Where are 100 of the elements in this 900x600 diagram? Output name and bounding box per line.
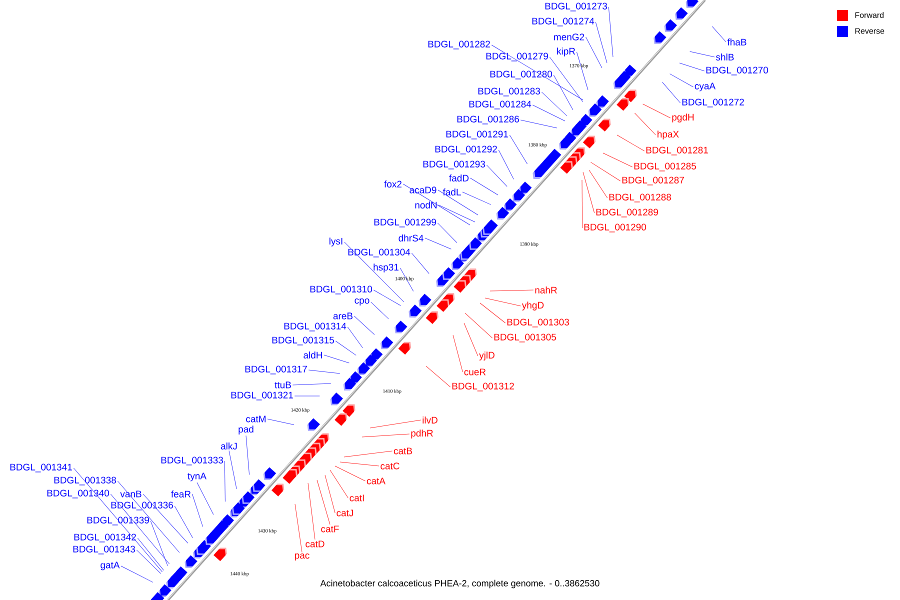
gene-label: BDGL_001343	[73, 546, 135, 554]
leader-line	[590, 162, 621, 182]
leader-line	[344, 242, 404, 302]
leader-line	[73, 468, 163, 572]
gene-label: BDGL_001288	[609, 194, 672, 202]
leader-line	[411, 252, 430, 274]
gene-label: BDGL_001273	[545, 2, 607, 12]
leader-line	[324, 474, 336, 514]
gene-label: BDGL_001270	[706, 66, 768, 76]
gene-label: BDGL_001291	[446, 130, 508, 140]
gene-label: BDGL_001338	[54, 476, 116, 486]
leader-line	[292, 383, 332, 386]
leader-line	[335, 340, 356, 356]
gene-label: catC	[380, 462, 400, 470]
leader-line	[602, 152, 633, 168]
gene-label: catF	[321, 526, 339, 532]
leader-line	[484, 298, 521, 306]
leader-line	[142, 494, 188, 544]
leader-line	[334, 466, 366, 482]
leader-line	[150, 520, 168, 566]
leader-line	[498, 150, 514, 180]
gene-label: fadL	[442, 188, 461, 196]
gene-label: BDGL_001284	[469, 100, 532, 110]
gene-label: alkJ	[220, 442, 237, 450]
leader-line	[110, 494, 170, 564]
leader-line	[294, 504, 302, 553]
gene-label: catJ	[336, 510, 353, 516]
leader-line	[520, 120, 558, 128]
gene-label: cueR	[464, 368, 486, 376]
leader-line	[634, 112, 656, 136]
gene-label: catD	[306, 540, 324, 548]
leader-line	[137, 538, 164, 571]
gene-label: catB	[394, 448, 412, 454]
leader-line	[582, 180, 583, 228]
gene-label: yjlD	[479, 352, 494, 360]
gene-label: BDGL_001299	[374, 218, 436, 228]
gene-label: BDGL_001281	[646, 146, 708, 156]
gene-label: BDGL_001290	[584, 224, 646, 232]
leader-line	[120, 566, 154, 583]
gene-label: BDGL_001314	[284, 322, 346, 332]
leader-line	[642, 104, 671, 118]
leader-line	[373, 290, 401, 306]
leader-line	[470, 178, 498, 196]
leader-line	[308, 482, 316, 540]
leader-line	[679, 62, 705, 72]
leader-line	[670, 74, 694, 88]
gene-label: BDGL_001333	[161, 456, 223, 466]
gene-label: vanB	[120, 490, 142, 498]
gene-label: nodN	[415, 202, 437, 208]
leader-line	[662, 82, 681, 104]
gene-label: lysI	[330, 238, 342, 246]
leader-line	[402, 184, 470, 226]
gene-label: dhrS4	[398, 234, 424, 242]
leader-line	[267, 418, 294, 425]
leader-line	[224, 460, 226, 502]
gene-label: BDGL_001310	[310, 286, 372, 294]
caption: Acinetobacter calcoaceticus PHEA-2, complete genome. - 0..3862530	[320, 580, 600, 588]
gene-label: nahR	[535, 286, 557, 294]
leader-line	[549, 56, 584, 102]
legend-label: Forward	[855, 12, 884, 18]
leader-line	[370, 302, 389, 320]
gene-label: catM	[246, 416, 266, 422]
leader-line	[490, 290, 534, 292]
leader-line	[330, 470, 348, 498]
gene-label: hsp31	[374, 264, 398, 272]
gene-label: BDGL_001289	[596, 208, 658, 218]
leader-line	[174, 506, 193, 538]
leader-line	[308, 370, 340, 374]
gene-label: BDGL_001274	[532, 18, 594, 26]
leader-line	[370, 420, 422, 428]
leader-line	[712, 26, 726, 42]
leader-line	[246, 435, 250, 475]
leader-line	[362, 434, 410, 438]
leader-line	[424, 238, 452, 250]
leader-line	[541, 92, 568, 116]
leader-line	[316, 480, 330, 525]
leader-line	[228, 450, 237, 490]
leader-line	[347, 326, 363, 348]
gene-label: yhgD	[522, 302, 544, 310]
leader-line	[464, 322, 478, 356]
gene-label: tynA	[188, 472, 206, 482]
gene-label: BDGL_001342	[74, 534, 136, 542]
leader-line	[553, 74, 574, 110]
leader-line	[690, 51, 715, 58]
gene-label: BDGL_001315	[272, 336, 334, 346]
gene-label: kipR	[557, 48, 576, 56]
gene-label: BDGL_001303	[507, 318, 569, 328]
leader-line	[582, 172, 595, 214]
gene-label: BDGL_001293	[423, 160, 485, 170]
gene-label: pad	[238, 426, 254, 434]
gene-label: BDGL_001321	[231, 392, 293, 400]
leader-line	[464, 312, 493, 338]
gene-label: catA	[366, 478, 386, 484]
leader-line	[616, 134, 645, 152]
leader-line	[462, 192, 492, 205]
gene-label: cpo	[354, 298, 370, 306]
gene-label: BDGL_001285	[634, 162, 696, 172]
leader-line	[576, 52, 588, 90]
gene-label: pgdH	[672, 114, 694, 122]
gene-label: BDGL_001272	[682, 98, 744, 108]
